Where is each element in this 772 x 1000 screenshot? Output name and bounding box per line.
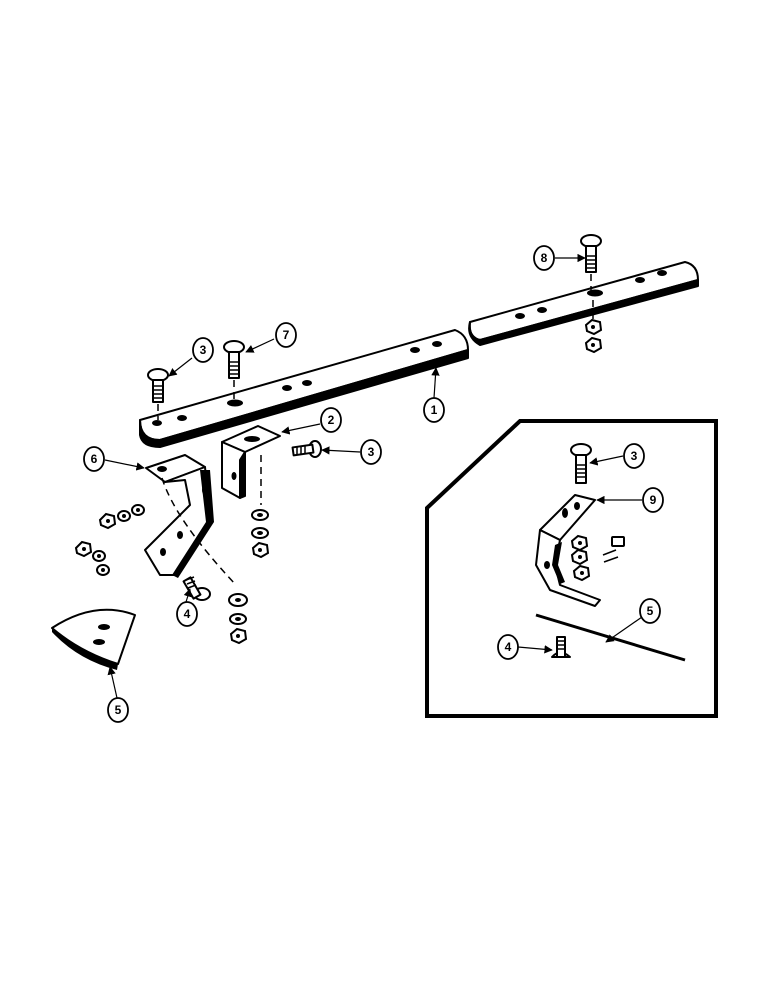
callout-1: 1 (423, 397, 445, 423)
carriage-bolt-3-inset (570, 443, 592, 484)
callout-3-top: 3 (192, 337, 214, 363)
callout-3-inset-label: 3 (631, 449, 638, 463)
callout-4-inset: 4 (497, 634, 519, 660)
callout-9: 9 (642, 487, 664, 513)
angle-bracket-2 (221, 425, 281, 505)
callout-8-label: 8 (541, 251, 548, 265)
callout-6-label: 6 (91, 452, 98, 466)
callout-1-label: 1 (431, 403, 438, 417)
callout-5-left-label: 5 (115, 703, 122, 717)
bolt-3-side (291, 440, 322, 458)
callout-9-label: 9 (650, 493, 657, 507)
callout-2: 2 (320, 407, 342, 433)
callout-3-top-label: 3 (200, 343, 207, 357)
bolt-4-left (182, 576, 211, 601)
callout-3-side: 3 (360, 439, 382, 465)
nut-stack-right (584, 318, 603, 354)
nut-washer-cluster-left (74, 504, 145, 576)
callout-2-label: 2 (328, 413, 335, 427)
callout-7-label: 7 (283, 328, 290, 342)
callout-5-inset-label: 5 (647, 604, 654, 618)
washer-nut-stack-center (251, 509, 270, 559)
callout-3-inset: 3 (623, 443, 645, 469)
callout-5-inset: 5 (639, 598, 661, 624)
shoe-plate-5 (51, 608, 136, 670)
callout-8: 8 (533, 245, 555, 271)
inset-detail-box (425, 419, 718, 718)
callout-5-left: 5 (107, 697, 129, 723)
callout-7: 7 (275, 322, 297, 348)
callout-6: 6 (83, 446, 105, 472)
callout-4-left: 4 (176, 601, 198, 627)
callout-4-left-label: 4 (184, 607, 191, 621)
leader-lines (104, 253, 643, 699)
rail-right-section (468, 261, 699, 346)
callout-3-side-label: 3 (368, 445, 375, 459)
carriage-bolt-7 (223, 340, 245, 402)
washer-nut-stack-lower (228, 593, 248, 645)
rail-left-section (139, 329, 469, 448)
carriage-bolt-4-inset (551, 636, 571, 658)
carriage-bolt-3-top (147, 368, 169, 420)
bracket-9 (535, 494, 601, 607)
callout-4-inset-label: 4 (505, 640, 512, 654)
inset-nut-cluster (570, 534, 625, 582)
shank-bracket-6 (144, 454, 237, 586)
carriage-bolt-8 (580, 234, 602, 320)
